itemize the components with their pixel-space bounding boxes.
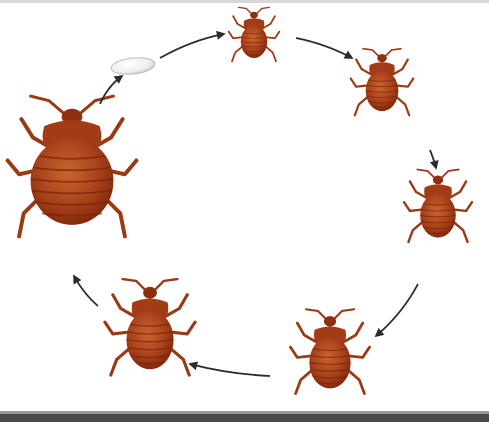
arrow-egg-to-nymph-1 bbox=[160, 34, 224, 58]
arrow-nymph-5-to-adult bbox=[74, 276, 98, 306]
bedbug-icon bbox=[229, 7, 280, 61]
arrow-nymph-1-to-nymph-2 bbox=[296, 38, 352, 58]
arrow-nymph-4-to-nymph-5 bbox=[190, 364, 270, 376]
bedbug-icon bbox=[8, 96, 137, 236]
bedbug-icon bbox=[404, 170, 472, 243]
arrow-nymph-2-to-nymph-3 bbox=[430, 150, 436, 168]
egg-icon bbox=[110, 56, 155, 77]
bedbug-icon bbox=[351, 49, 414, 116]
bedbug-icon bbox=[105, 279, 195, 375]
bedbug-icon bbox=[290, 309, 369, 393]
arrow-nymph-3-to-nymph-4 bbox=[376, 284, 418, 336]
